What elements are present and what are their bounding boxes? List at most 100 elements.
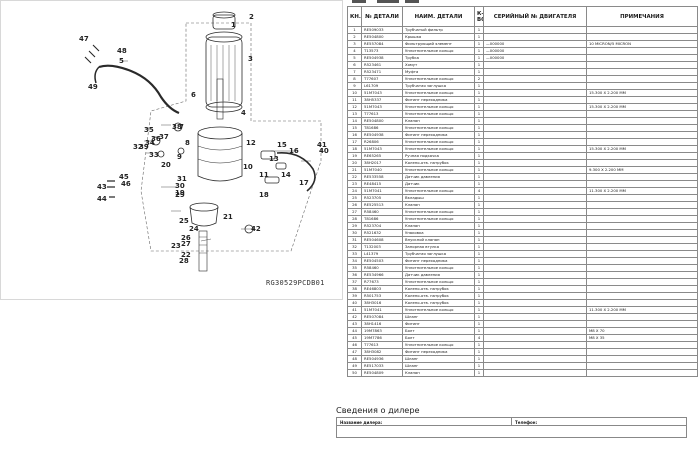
callout-label: 24 — [189, 225, 199, 233]
row-name: Уплотнительное кольцо — [402, 264, 475, 272]
row-qty: 1 — [474, 229, 484, 237]
row-part-no: RE504938 — [361, 54, 403, 62]
row-serial — [483, 243, 587, 251]
row-no: 21 — [347, 166, 362, 174]
row-part-no: T132003 — [361, 243, 403, 251]
row-part-no: 51M7043 — [361, 89, 403, 97]
row-part-no: 51M7043 — [361, 103, 403, 111]
row-note — [586, 348, 698, 356]
row-note — [586, 194, 698, 202]
row-no: 47 — [347, 348, 362, 356]
row-name: Уплотнительное кольцо — [402, 187, 475, 195]
dealer-notes-box — [336, 426, 687, 438]
callout-label: 30 — [175, 182, 185, 190]
row-no: 38 — [347, 285, 362, 293]
row-name: Трубчатый фильтр — [402, 26, 475, 34]
row-name: Колено-отв. патрубок — [402, 159, 475, 167]
row-name: Уплотнительное кольцо — [402, 166, 475, 174]
row-part-no: R58460 — [361, 264, 403, 272]
callout-label: 21 — [223, 213, 233, 221]
callout-label: 11 — [259, 171, 269, 179]
row-serial — [483, 299, 587, 307]
row-qty: 1 — [474, 54, 484, 62]
row-serial — [483, 117, 587, 125]
row-part-no: R523461 — [361, 61, 403, 69]
row-qty: 1 — [474, 124, 484, 132]
callout-label: 35 — [144, 126, 154, 134]
callout-label: 34 — [145, 139, 155, 147]
row-serial — [483, 75, 587, 83]
callout-label: 19 — [175, 189, 185, 197]
row-part-no: T81686 — [361, 215, 403, 223]
row-serial — [483, 33, 587, 41]
row-no: 25 — [347, 194, 362, 202]
row-part-no: 51M7041 — [361, 306, 403, 314]
row-part-no: R77673 — [361, 278, 403, 286]
row-name: Болт — [402, 334, 475, 342]
callout-label: 39 — [139, 143, 149, 151]
callout-label: 7 — [179, 123, 184, 131]
row-qty: 4 — [474, 334, 484, 342]
row-serial — [483, 292, 587, 300]
callout-label: 12 — [246, 139, 256, 147]
row-note: 15.300 X 2.200 MM — [586, 103, 698, 111]
row-serial — [483, 320, 587, 328]
row-no: 10 — [347, 89, 362, 97]
row-note — [586, 201, 698, 209]
row-qty: 1 — [474, 89, 484, 97]
row-serial — [483, 131, 587, 139]
header-no: КН. — [347, 6, 362, 27]
row-name: Клапан — [402, 201, 475, 209]
row-name: Уплотнительное кольцо — [402, 103, 475, 111]
row-part-no: R521632 — [361, 229, 403, 237]
row-note — [586, 341, 698, 349]
row-note: M8 X 70 — [586, 327, 698, 335]
row-note — [586, 215, 698, 223]
row-part-no: 38H1416 — [361, 320, 403, 328]
row-serial — [483, 264, 587, 272]
row-part-no: R523705 — [361, 194, 403, 202]
row-serial: —000000 — [483, 54, 587, 62]
callout-label: 22 — [181, 251, 191, 259]
row-part-no: RE525513 — [361, 201, 403, 209]
row-note — [586, 278, 698, 286]
callout-label: 37 — [159, 133, 169, 141]
row-serial — [483, 145, 587, 153]
row-no: 16 — [347, 131, 362, 139]
row-note — [586, 292, 698, 300]
row-qty: 1 — [474, 180, 484, 188]
row-qty: 1 — [474, 250, 484, 258]
callout-label: 38 — [172, 123, 182, 131]
row-no: 49 — [347, 362, 362, 370]
row-serial — [483, 215, 587, 223]
row-no: 40 — [347, 299, 362, 307]
row-serial — [483, 138, 587, 146]
row-note — [586, 271, 698, 279]
row-qty: 1 — [474, 215, 484, 223]
figure-code: RG30529PCDB01 — [266, 279, 325, 287]
row-name: Ручная подкачка — [402, 152, 475, 160]
row-no: 44 — [347, 327, 362, 335]
row-part-no: 51M7041 — [361, 187, 403, 195]
row-qty: 1 — [474, 306, 484, 314]
row-serial — [483, 152, 587, 160]
row-note: 11.300 X 2.200 MM — [586, 306, 698, 314]
callout-label: 17 — [299, 179, 309, 187]
row-no: 31 — [347, 236, 362, 244]
diagram-panel: 1 2 3 4 5 6 7 8 9 10 11 12 13 14 15 16 1… — [0, 0, 343, 300]
row-name: Запорная втулка — [402, 243, 475, 251]
callout-label: 9 — [177, 153, 182, 161]
row-note — [586, 362, 698, 370]
row-note — [586, 180, 698, 188]
row-no: 37 — [347, 278, 362, 286]
row-note: 9.300 X 2.200 MM — [586, 166, 698, 174]
